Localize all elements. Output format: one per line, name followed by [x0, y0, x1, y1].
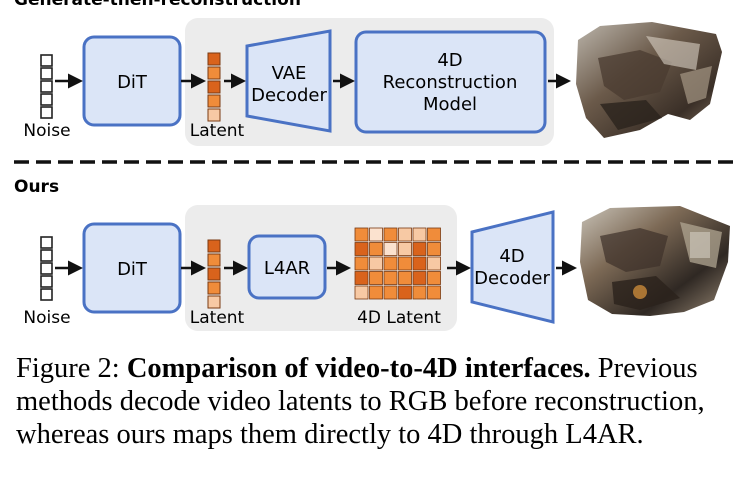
latent-cell	[383, 256, 398, 271]
latent-cell	[383, 242, 398, 256]
bottom-noise-icon	[40, 236, 53, 301]
latent-cell	[383, 227, 398, 242]
latent-cell	[398, 271, 412, 285]
bottom-output-scene	[580, 206, 730, 316]
latent-cell	[398, 242, 412, 256]
top-output-scene	[576, 22, 722, 138]
top-vae-label-1: VAE	[272, 63, 307, 84]
bottom-4d-latent-label: 4D Latent	[357, 308, 441, 328]
bottom-dit-box	[82, 222, 182, 314]
bottom-dit-label: DiT	[117, 259, 148, 280]
top-dit-box	[82, 35, 182, 127]
top-latent-label: Latent	[190, 121, 245, 141]
latent-cell	[427, 285, 441, 300]
latent-cell	[383, 271, 398, 285]
top-recon-label-1: 4D	[437, 50, 462, 71]
bottom-l4ar-label: L4AR	[264, 258, 310, 279]
latent-cell	[427, 242, 441, 256]
bottom-4d-decoder-box	[470, 210, 555, 324]
latent-cell	[398, 285, 412, 300]
top-recon-box	[354, 30, 547, 134]
top-recon-label-3: Model	[423, 94, 477, 115]
latent-cell	[354, 242, 369, 256]
top-noise-label: Noise	[23, 121, 70, 141]
caption-bold: Comparison of video-to-4D interfaces.	[126, 353, 591, 384]
bottom-decoder-label-1: 4D	[499, 246, 524, 267]
latent-cell	[369, 271, 383, 285]
bottom-l4ar-box	[247, 234, 327, 300]
top-dit-label: DiT	[117, 72, 148, 93]
latent-cell	[369, 227, 383, 242]
latent-cell	[354, 227, 369, 242]
latent-cell	[398, 227, 412, 242]
latent-cell	[412, 227, 427, 242]
bottom-latent-label: Latent	[190, 308, 245, 328]
bottom-noise-label: Noise	[23, 308, 70, 328]
top-latent-icon	[207, 52, 221, 122]
bottom-decoder-label-2: Decoder	[474, 268, 550, 289]
latent-cell	[412, 242, 427, 256]
latent-cell	[369, 242, 383, 256]
latent-cell	[427, 227, 441, 242]
latent-cell	[383, 285, 398, 300]
bottom-section-title: Ours	[14, 177, 59, 197]
top-section-title: Generate-then-reconstruction	[14, 0, 301, 10]
top-noise-icon	[40, 54, 53, 119]
bottom-latent-icon	[207, 239, 221, 309]
top-vae-label-2: Decoder	[251, 85, 327, 106]
caption-prefix: Figure 2:	[16, 353, 127, 384]
pipeline-figure: Generate-then-reconstruction Noise DiT L…	[14, 0, 734, 331]
latent-cell	[354, 271, 369, 285]
latent-cell	[412, 285, 427, 300]
top-recon-label-2: Reconstruction	[383, 72, 518, 93]
latent-cell	[427, 271, 441, 285]
latent-cell	[412, 256, 427, 271]
caption-rest: Previous methods decode video latents to…	[16, 353, 705, 450]
latent-cell	[369, 285, 383, 300]
latent-cell	[412, 271, 427, 285]
latent-cell	[354, 256, 369, 271]
latent-cell	[369, 256, 383, 271]
figure-caption: Figure 2: Comparison of video-to-4D inte…	[16, 352, 738, 451]
latent-cell	[354, 285, 369, 300]
top-vae-decoder-box	[245, 29, 332, 133]
latent-cell	[427, 256, 441, 271]
bottom-4d-latent-grid	[354, 227, 441, 300]
latent-cell	[398, 256, 412, 271]
